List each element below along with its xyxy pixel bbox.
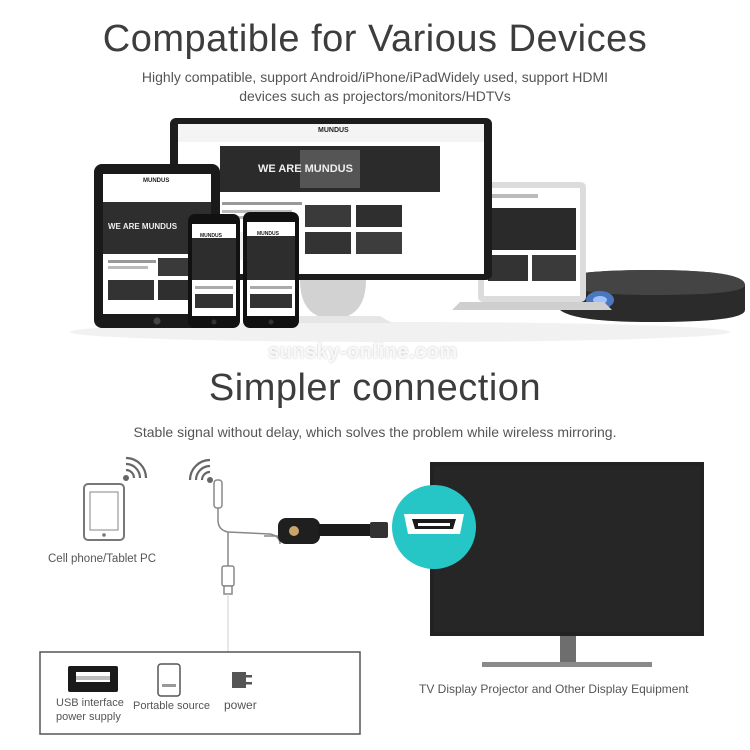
power-options-box: [39, 651, 361, 735]
section-subtitle-line2: devices such as projectors/monitors/HDTV…: [239, 88, 511, 104]
hdmi-port-icon: [392, 485, 476, 569]
monitor-hero-text: WE ARE MUNDUS: [258, 163, 353, 175]
antenna-usb-cable: [213, 479, 281, 595]
tv-display: [430, 462, 704, 667]
connection-diagram: [39, 456, 704, 735]
label-usb-interface: USB interface: [56, 697, 124, 709]
power-plug-icon: [232, 672, 252, 688]
section-title-simpler: Simpler connection: [208, 367, 542, 409]
monitor-brand-text: MUNDUS: [318, 127, 349, 134]
phone1-brand-text: MUNDUS: [200, 233, 222, 239]
watermark: sunsky-online.com: [268, 341, 458, 363]
power-bank-icon: [157, 663, 181, 697]
hdmi-dongle: [278, 518, 388, 544]
label-phone-tablet: Cell phone/Tablet PC: [48, 553, 157, 565]
wifi-icon-dongle: [188, 458, 213, 483]
wifi-icon-phone: [123, 456, 148, 481]
tablet-phone-icon: [83, 483, 125, 541]
usb-port-icon: [68, 666, 118, 692]
section-title-compatible: Compatible for Various Devices: [102, 18, 648, 60]
devices-illustration: [70, 118, 745, 342]
label-power: power: [224, 698, 257, 712]
phone-device-2: [243, 212, 299, 328]
projector-device: [560, 270, 745, 322]
label-portable-source: Portable source: [133, 700, 211, 712]
tablet-hero-text: WE ARE MUNDUS: [108, 222, 178, 231]
label-tv-display: TV Display Projector and Other Display E…: [419, 682, 689, 696]
phone2-brand-text: MUNDUS: [257, 231, 279, 237]
section-subtitle-simpler: Stable signal without delay, which solve…: [133, 424, 617, 440]
label-power-supply: power supply: [56, 711, 121, 723]
phone-device-1: [188, 214, 240, 328]
section-subtitle-line1: Highly compatible, support Android/iPhon…: [141, 69, 609, 85]
laptop-device: [452, 182, 612, 310]
tablet-brand-text: MUNDUS: [143, 178, 170, 184]
